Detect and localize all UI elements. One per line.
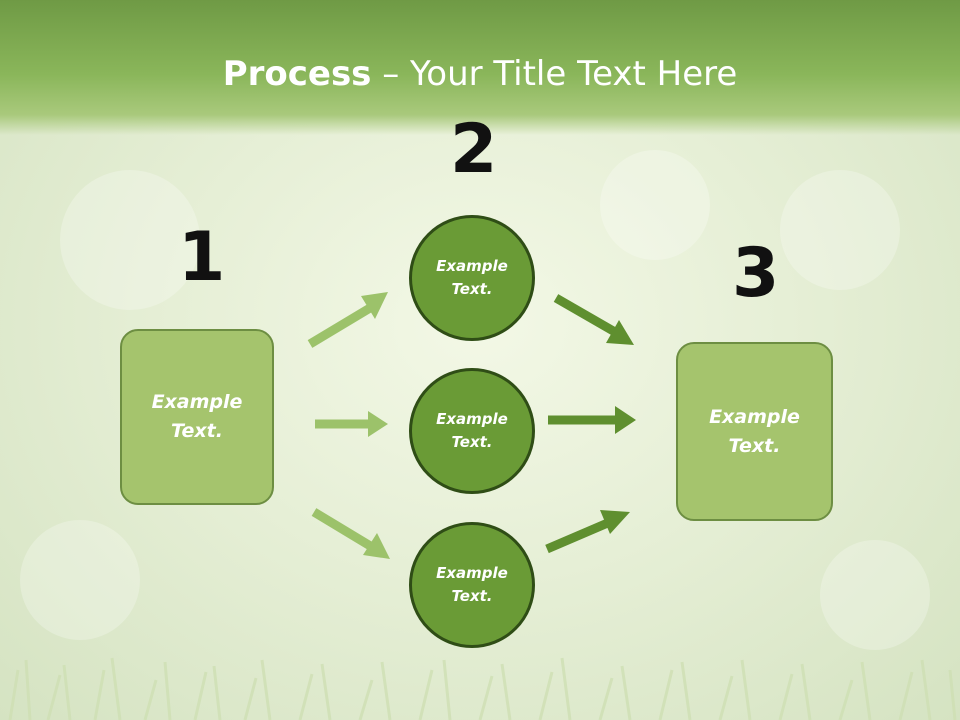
title-rest: – Your Title Text Here bbox=[371, 54, 738, 94]
bokeh-decoration bbox=[780, 170, 900, 290]
arrow-head-bottom-3 bbox=[600, 510, 630, 534]
title-bold: Process bbox=[222, 54, 372, 94]
arrow-head-top-3 bbox=[606, 320, 634, 345]
step-3-box: Example Text. bbox=[676, 342, 833, 521]
arrow-head-1-middle bbox=[368, 411, 388, 437]
arrow-1-to-bottom bbox=[311, 508, 375, 551]
bokeh-decoration bbox=[60, 170, 200, 310]
step-2-circle-top: Example Text. bbox=[409, 215, 535, 341]
arrow-1-to-top bbox=[307, 304, 373, 348]
step-1-text: Example Text. bbox=[151, 391, 243, 442]
header-band bbox=[0, 0, 960, 135]
step-2-circle-middle-text: Example Text. bbox=[436, 410, 508, 451]
step-2-circle-middle: Example Text. bbox=[409, 368, 535, 494]
grass-decoration bbox=[8, 657, 957, 720]
arrow-head-1-top bbox=[361, 292, 388, 319]
step-number-1: 1 bbox=[178, 218, 226, 297]
arrow-head-1-bottom bbox=[363, 533, 390, 559]
step-2-circle-bottom-text: Example Text. bbox=[436, 564, 508, 605]
bokeh-decoration bbox=[600, 150, 710, 260]
bokeh-decoration bbox=[820, 540, 930, 650]
step-number-2: 2 bbox=[450, 110, 498, 189]
bokeh-decoration bbox=[20, 520, 140, 640]
step-number-3: 3 bbox=[732, 234, 780, 313]
step-2-circle-bottom: Example Text. bbox=[409, 522, 535, 648]
step-2-circle-top-text: Example Text. bbox=[436, 257, 508, 298]
step-3-text: Example Text. bbox=[709, 405, 800, 457]
arrow-top-to-3 bbox=[553, 294, 618, 336]
slide-title: Process – Your Title Text Here bbox=[0, 52, 960, 96]
arrow-bottom-to-3 bbox=[545, 517, 612, 554]
arrow-head-middle-3 bbox=[615, 406, 636, 434]
step-1-box: Example Text. bbox=[120, 329, 274, 505]
